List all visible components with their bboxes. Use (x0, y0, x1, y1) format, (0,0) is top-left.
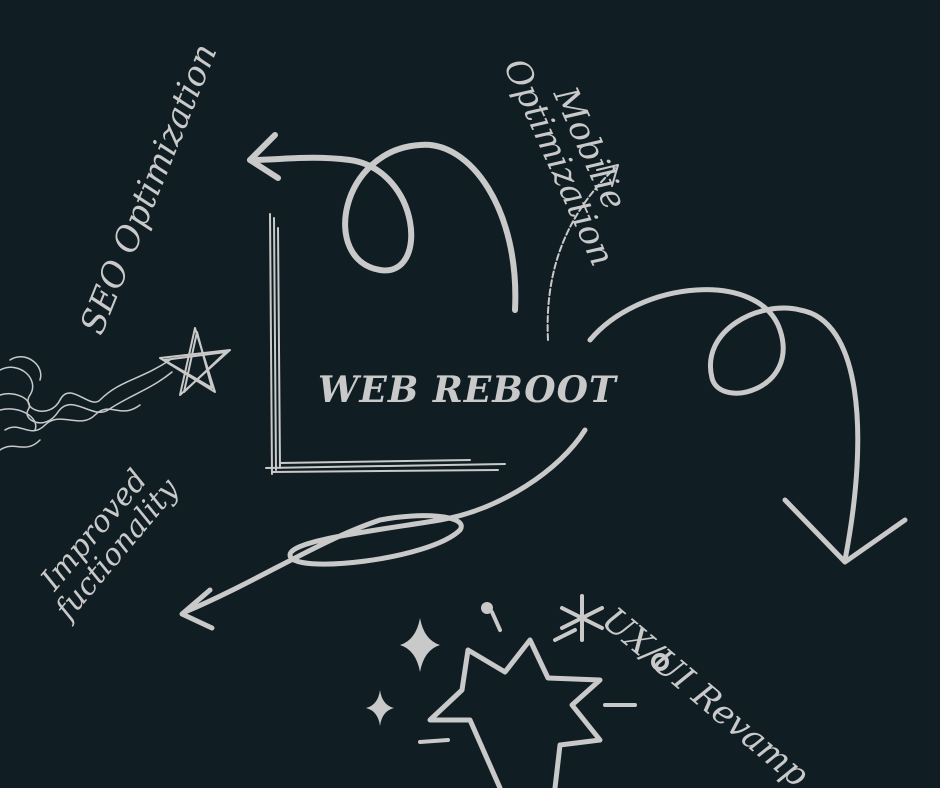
center-title: WEB REBOOT (318, 369, 617, 411)
star-doodle-icon (159, 327, 231, 396)
asterisk-icon (560, 594, 604, 642)
arrow-to-uxui (587, 287, 908, 565)
ring-icon (651, 653, 669, 671)
center-frame-sketch (265, 213, 506, 475)
burst-star-icon (427, 637, 603, 788)
arrow-to-seo (247, 132, 519, 313)
burst-rays (418, 610, 637, 744)
sparkle-icon (366, 690, 394, 726)
arrow-to-improved (179, 427, 588, 631)
dot-icon (481, 602, 493, 614)
sparkle-icon (400, 618, 440, 672)
sparkle-icons (366, 602, 493, 726)
scribble-icon (0, 356, 173, 451)
arrow-to-mobile (546, 164, 619, 341)
